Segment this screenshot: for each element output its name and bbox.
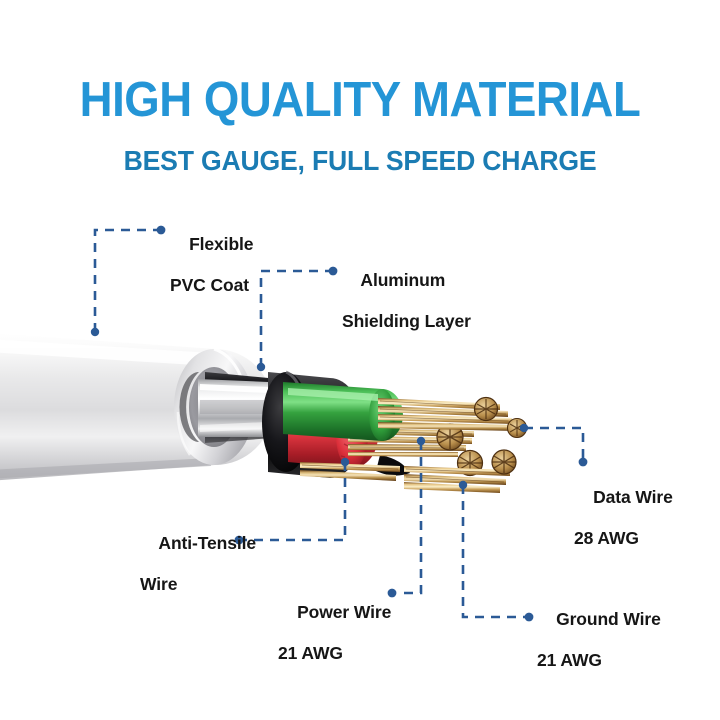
- green-data-wire-part: [283, 382, 528, 441]
- callout-data-wire-line1: Data Wire: [593, 486, 673, 507]
- green-wire-copper-strands: [378, 396, 528, 439]
- page-subtitle: BEST GAUGE, FULL SPEED CHARGE: [123, 145, 597, 176]
- callout-anti-tensile-wire: Anti-Tensile Wire: [140, 512, 256, 636]
- lower-copper-bundles: [300, 449, 517, 493]
- leader-anti-tensile-wire: [240, 462, 347, 542]
- callout-anti-tensile-wire-line1: Anti-Tensile: [158, 532, 257, 553]
- callout-flexible-pvc-coat-line2: PVC Coat: [170, 274, 249, 295]
- dot-label-aluminum-shielding-layer: [328, 266, 338, 276]
- callout-aluminum-shielding-layer-line1: Aluminum: [360, 269, 446, 290]
- page-title: HIGH QUALITY MATERIAL: [79, 73, 641, 127]
- callout-power-wire-line2: 21 AWG: [278, 642, 343, 663]
- callout-data-wire-line2: 28 AWG: [574, 527, 639, 548]
- callout-anti-tensile-wire-line2: Wire: [140, 573, 178, 594]
- leader-data-wire: [524, 426, 585, 463]
- dot-anchor-flexible-pvc-coat: [90, 327, 100, 337]
- dot-anchor-power-wire: [416, 436, 426, 446]
- callout-aluminum-shielding-layer-line2: Shielding Layer: [342, 310, 471, 331]
- dot-label-anti-tensile-wire: [234, 535, 244, 545]
- callout-aluminum-shielding-layer: Aluminum Shielding Layer: [342, 249, 471, 373]
- leader-dots: [90, 225, 588, 622]
- callout-ground-wire-line2: 21 AWG: [537, 649, 602, 670]
- callout-ground-wire-line1: Ground Wire: [556, 608, 661, 629]
- callout-flexible-pvc-coat-line1: Flexible: [189, 233, 254, 254]
- leader-flexible-pvc-coat: [93, 228, 160, 332]
- dot-anchor-data-wire: [519, 423, 529, 433]
- dot-anchor-aluminum-shielding-layer: [256, 362, 266, 372]
- dot-label-data-wire: [578, 457, 588, 467]
- callout-power-wire-line1: Power Wire: [297, 601, 392, 622]
- dot-label-ground-wire: [524, 612, 534, 622]
- dot-label-power-wire: [387, 588, 397, 598]
- callout-power-wire: Power Wire 21 AWG: [278, 581, 391, 705]
- callout-ground-wire: Ground Wire 21 AWG: [537, 588, 661, 712]
- dot-anchor-ground-wire: [458, 480, 468, 490]
- leader-ground-wire: [461, 485, 530, 619]
- leader-aluminum-shielding-layer: [259, 269, 332, 367]
- dot-anchor-anti-tensile-wire: [340, 457, 350, 467]
- callout-flexible-pvc-coat: Flexible PVC Coat: [170, 213, 254, 337]
- leader-lines: [93, 228, 585, 619]
- leader-power-wire: [399, 441, 423, 595]
- dot-label-flexible-pvc-coat: [156, 225, 166, 235]
- callout-data-wire: Data Wire 28 AWG: [574, 466, 673, 590]
